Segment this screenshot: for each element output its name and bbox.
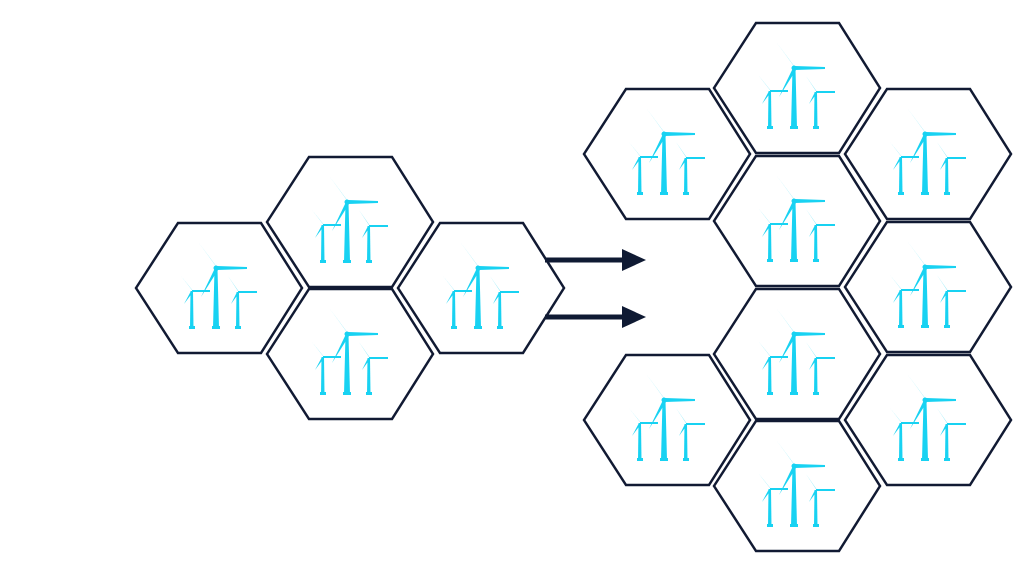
right-group-hexagon xyxy=(843,220,1013,354)
wind-turbines-icon xyxy=(629,109,705,195)
wind-turbines-icon xyxy=(312,177,388,263)
right-group-hexagon xyxy=(582,87,752,221)
arrow-right-icon xyxy=(545,306,646,328)
right-group-hexagon xyxy=(843,87,1013,221)
hexagon-outline xyxy=(843,220,1013,354)
wind-turbines-icon xyxy=(890,109,966,195)
wind-turbines-icon xyxy=(759,176,835,262)
left-group-hexagon xyxy=(265,287,435,421)
right-group-hexagon xyxy=(582,353,752,487)
hexagon-outline xyxy=(582,87,752,221)
hexagon-outline xyxy=(843,87,1013,221)
hexagon-outline xyxy=(712,21,882,155)
wind-turbines-icon xyxy=(890,242,966,328)
hexagon-outline xyxy=(582,353,752,487)
left-group-hexagon xyxy=(396,221,566,355)
hexagon-outline xyxy=(265,155,435,289)
left-group-hexagon xyxy=(134,221,304,355)
hexagon-outline xyxy=(712,154,882,288)
wind-turbines-icon xyxy=(759,43,835,129)
wind-turbines-icon xyxy=(629,375,705,461)
hexagon-layer xyxy=(134,21,1013,553)
hexagon-outline xyxy=(396,221,566,355)
wind-turbines-icon xyxy=(890,375,966,461)
right-group-hexagon xyxy=(712,154,882,288)
right-group-hexagon xyxy=(712,287,882,421)
right-group-hexagon xyxy=(712,419,882,553)
left-group-hexagon xyxy=(265,155,435,289)
hexagon-outline xyxy=(843,353,1013,487)
wind-turbines-icon xyxy=(759,441,835,527)
hexagon-outline xyxy=(712,419,882,553)
wind-turbines-icon xyxy=(312,309,388,395)
hexagon-outline xyxy=(134,221,304,355)
wind-turbines-icon xyxy=(443,243,519,329)
arrow-right-icon xyxy=(545,249,646,271)
wind-turbines-icon xyxy=(181,243,257,329)
hexagon-outline xyxy=(265,287,435,421)
wind-turbines-icon xyxy=(759,309,835,395)
right-group-hexagon xyxy=(712,21,882,155)
right-group-hexagon xyxy=(843,353,1013,487)
hexagon-outline xyxy=(712,287,882,421)
arrow-layer xyxy=(545,249,646,328)
